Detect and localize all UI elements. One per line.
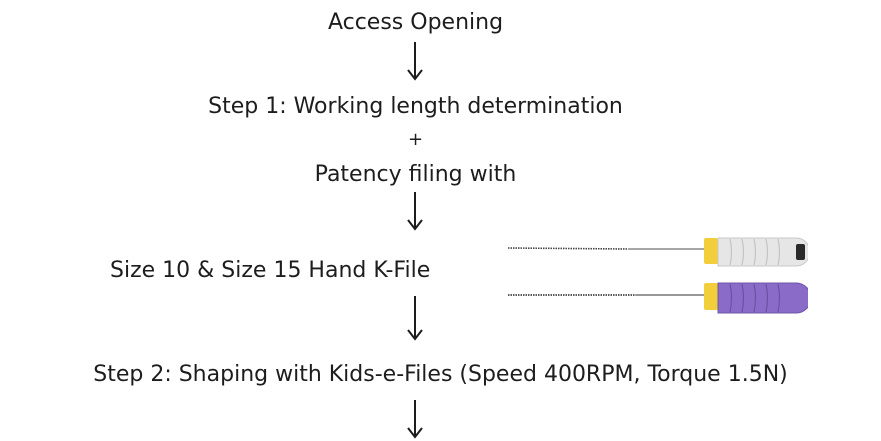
k-file-size-10-icon (507, 232, 811, 276)
down-arrow-icon (405, 400, 425, 440)
down-arrow-icon (405, 296, 425, 342)
down-arrow-icon (405, 192, 425, 232)
step2-shaping-label: Step 2: Shaping with Kids-e-Files (Speed… (93, 362, 788, 387)
hand-k-file-label: Size 10 & Size 15 Hand K-File (110, 258, 431, 283)
k-file-size-15-icon (508, 278, 812, 322)
plus-sign: + (407, 129, 424, 150)
patency-filing-label: Patency filing with (314, 162, 517, 187)
down-arrow-icon (405, 42, 425, 82)
step1-title: Step 1: Working length determination (208, 94, 623, 119)
access-opening-label: Access Opening (327, 10, 504, 35)
